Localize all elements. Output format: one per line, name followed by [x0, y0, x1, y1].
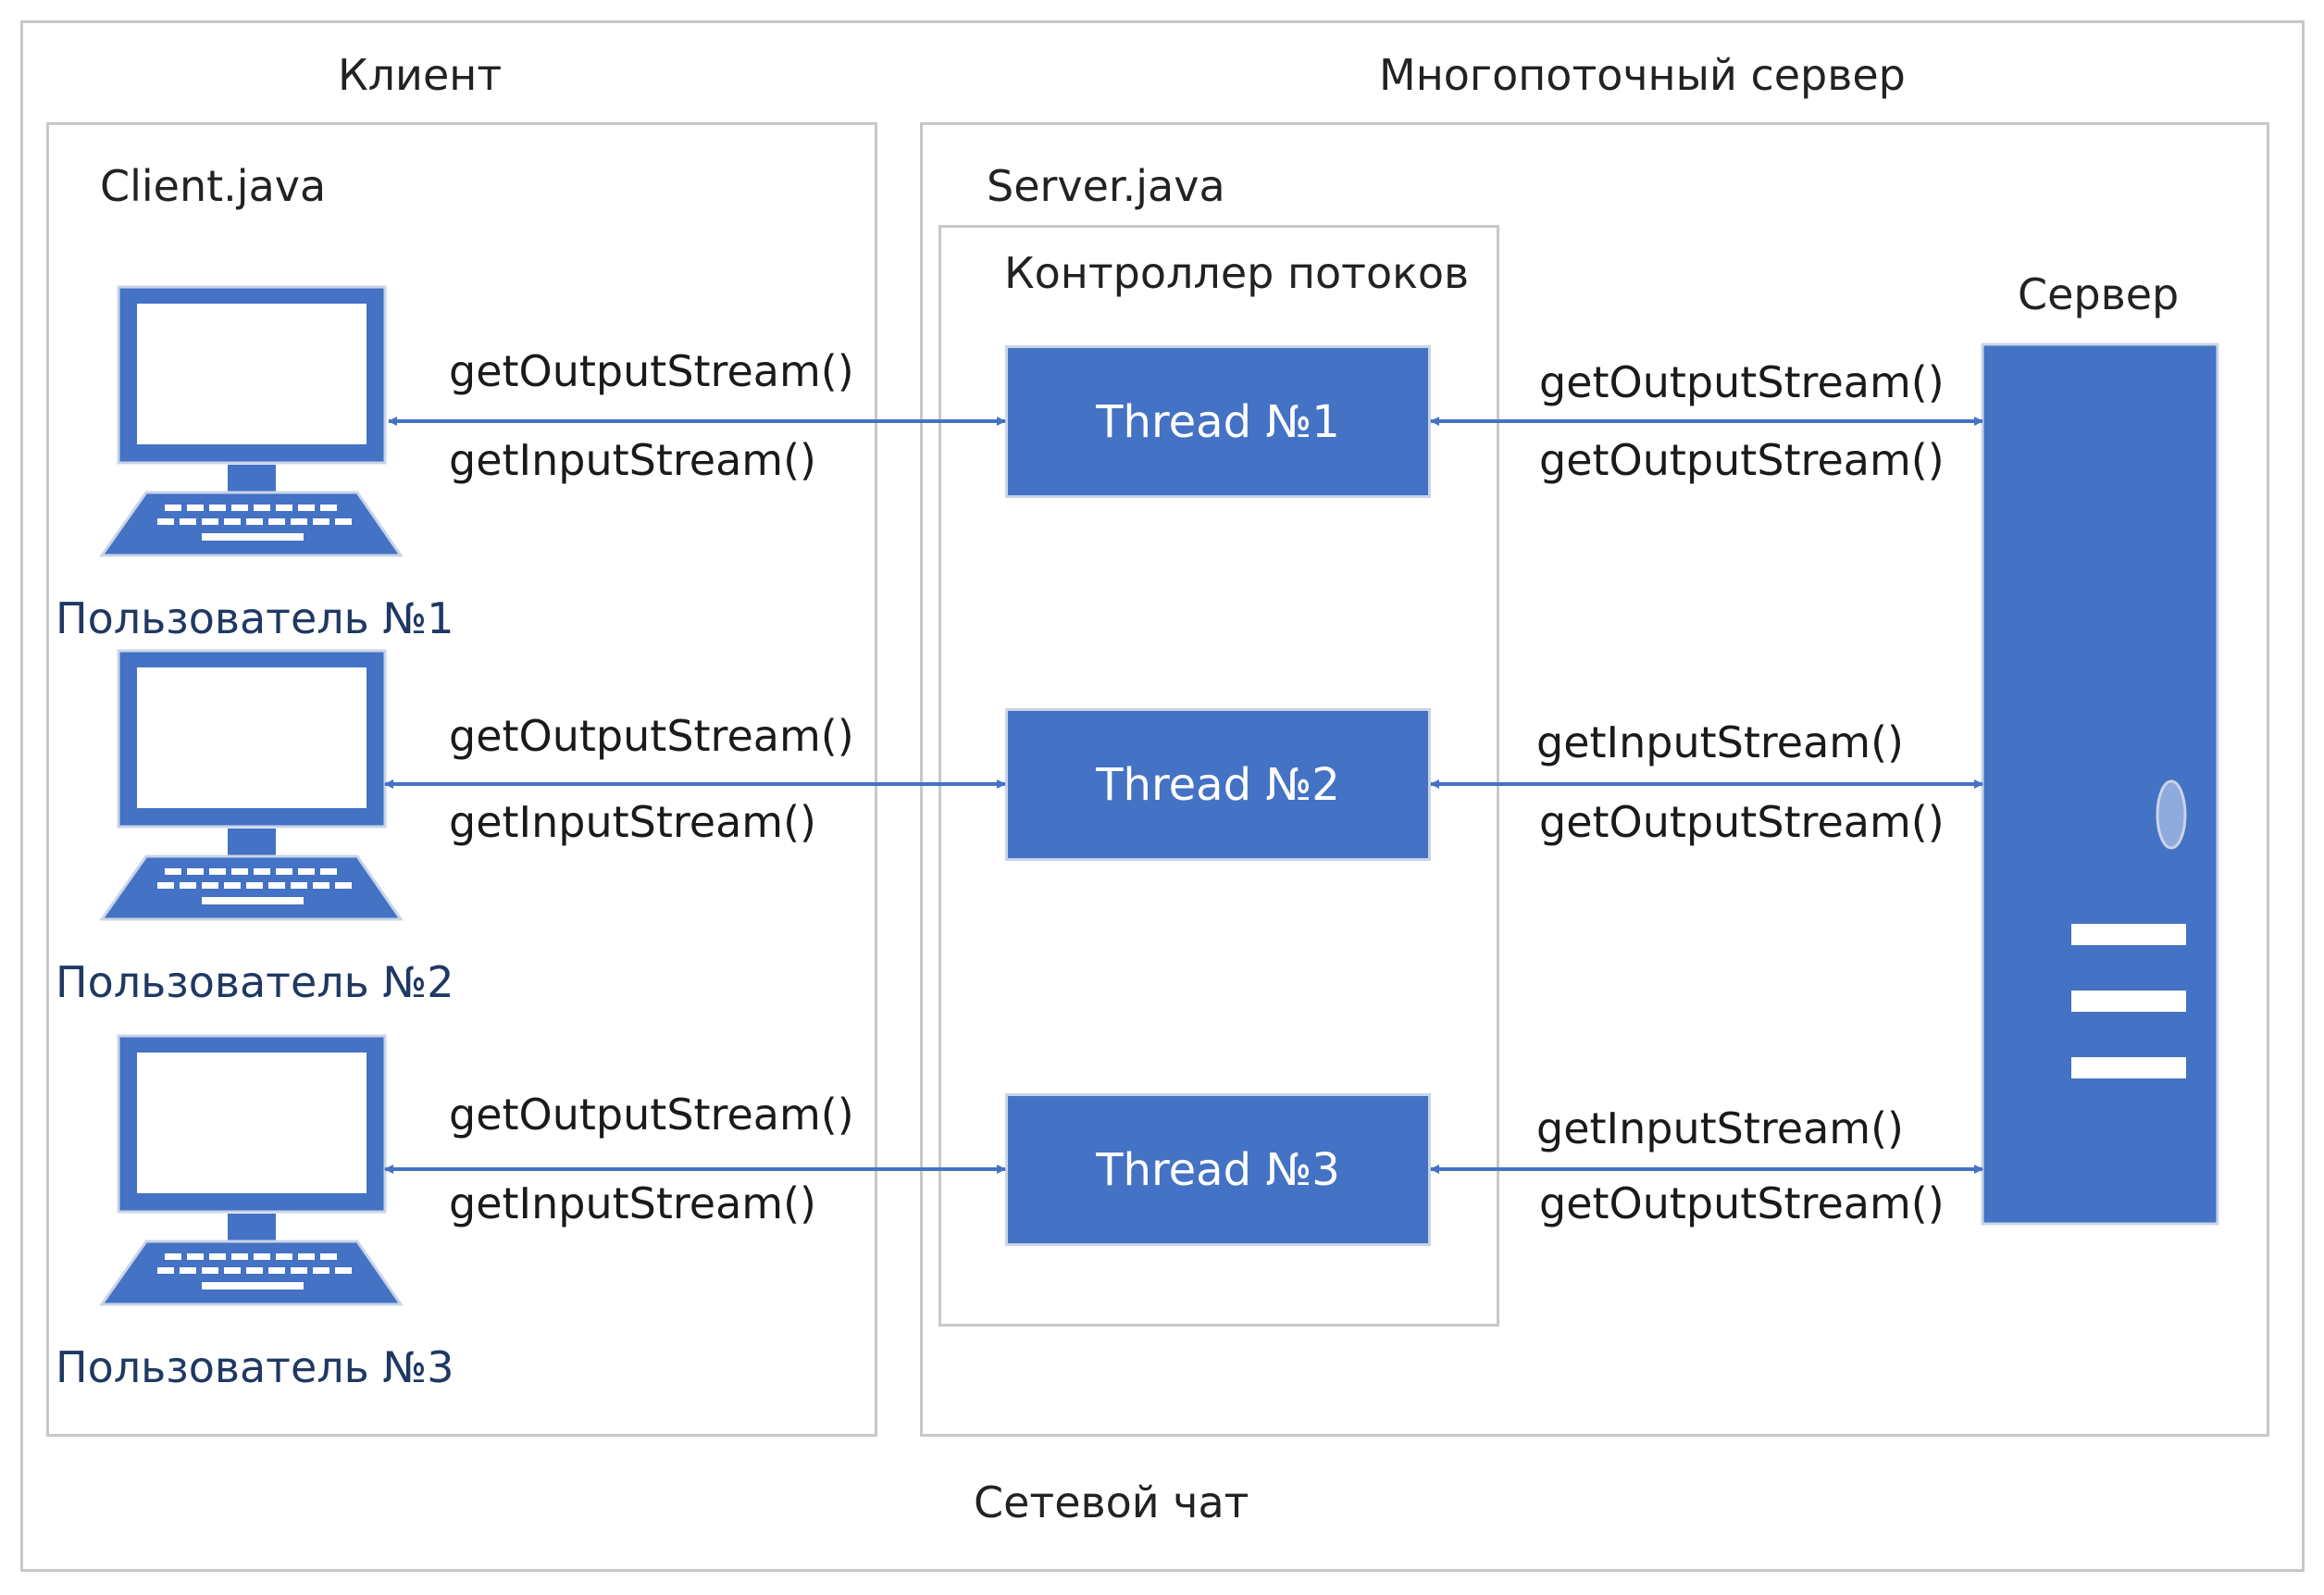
server-bottom-label-2: getOutputStream()	[1539, 797, 1945, 847]
server-file-label: Server.java	[987, 161, 1225, 211]
client-file-label: Client.java	[100, 161, 327, 211]
thread-3: Thread №3	[1005, 1093, 1431, 1246]
user-3-label: Пользователь №3	[56, 1342, 454, 1392]
user-1-label: Пользователь №1	[56, 593, 454, 643]
server-bottom-label-3: getOutputStream()	[1539, 1178, 1945, 1228]
thread-1-label: Thread №1	[1096, 395, 1340, 448]
server-top-label-3: getInputStream()	[1536, 1103, 1904, 1153]
computer-icon	[100, 649, 403, 921]
server-label: Сервер	[2018, 269, 2180, 319]
server-tower-icon	[1981, 343, 2219, 1226]
diagram-caption: Сетевой чат	[974, 1477, 1249, 1527]
client-output-label-2: getOutputStream()	[449, 711, 854, 761]
client-input-label-1: getInputStream()	[449, 435, 816, 485]
thread-2-label: Thread №2	[1096, 758, 1340, 811]
client-heading: Клиент	[338, 50, 503, 100]
client-output-label-3: getOutputStream()	[449, 1090, 854, 1140]
client-input-label-2: getInputStream()	[449, 797, 816, 847]
server-top-label-1: getOutputStream()	[1539, 357, 1945, 407]
server-top-label-2: getInputStream()	[1536, 717, 1904, 767]
thread-3-label: Thread №3	[1096, 1143, 1340, 1196]
server-bottom-label-1: getOutputStream()	[1539, 435, 1945, 485]
thread-controller-label: Контроллер потоков	[1004, 248, 1470, 298]
server-heading: Многопоточный сервер	[1379, 50, 1906, 100]
user-2-label: Пользователь №2	[56, 957, 454, 1007]
client-output-label-1: getOutputStream()	[449, 346, 854, 396]
outer-frame	[20, 20, 2305, 1572]
computer-icon	[100, 1034, 403, 1306]
thread-1: Thread №1	[1005, 345, 1431, 498]
thread-controller-box	[938, 225, 1499, 1327]
client-input-label-3: getInputStream()	[449, 1178, 816, 1228]
thread-2: Thread №2	[1005, 708, 1431, 861]
computer-icon	[100, 285, 403, 557]
